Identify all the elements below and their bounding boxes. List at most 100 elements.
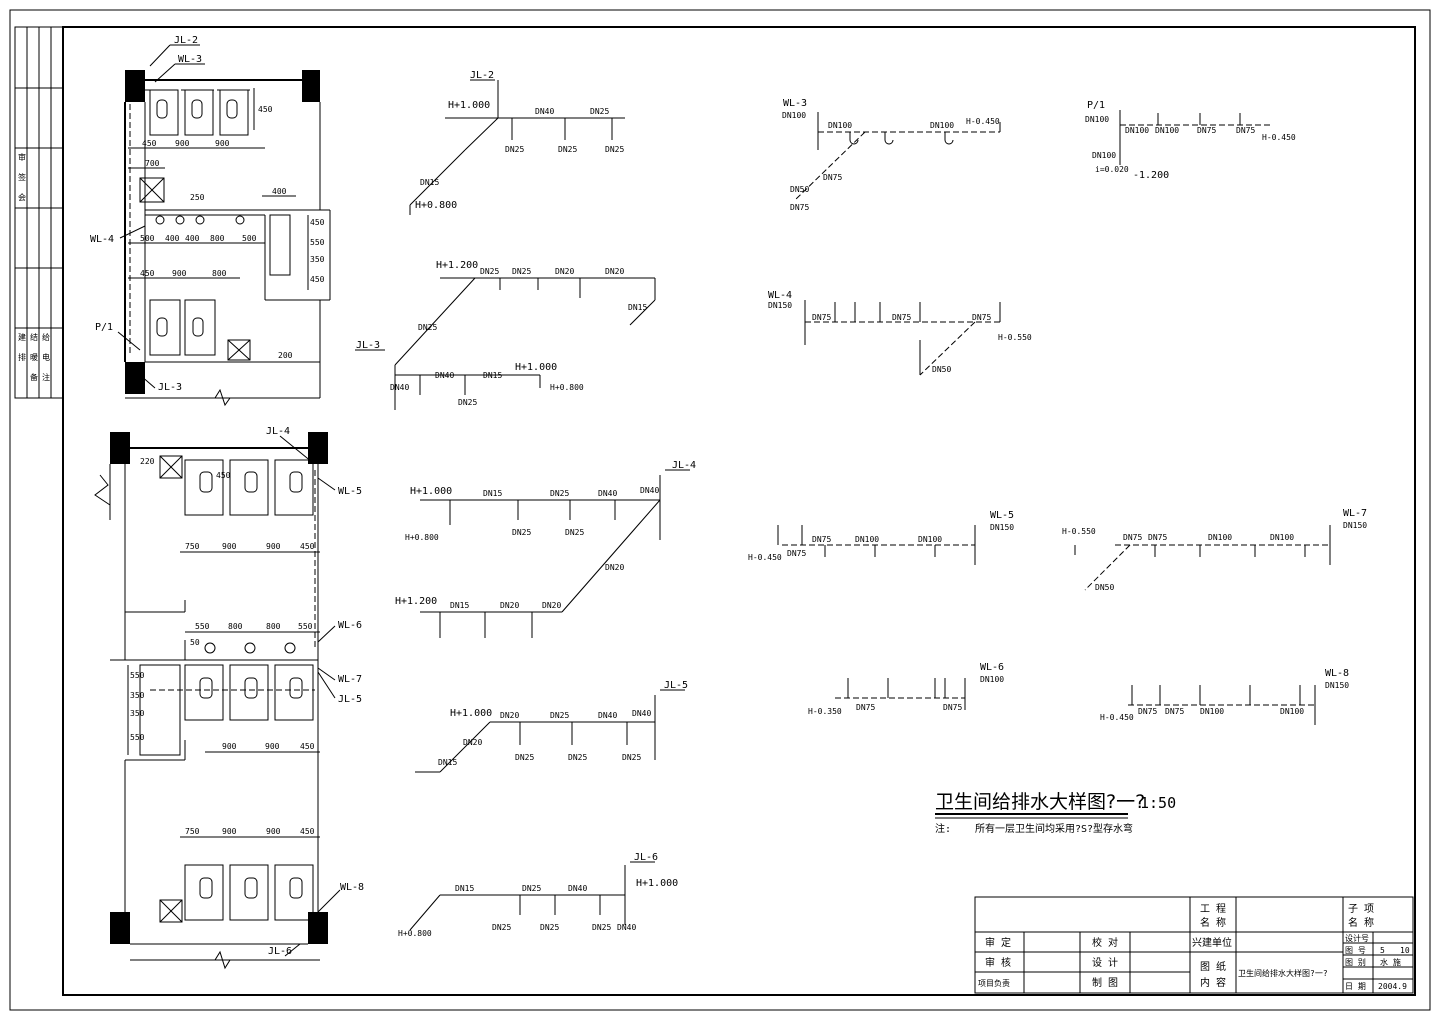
pipe-size: DN20 — [605, 267, 624, 276]
pipe-size: DN75 — [1236, 126, 1255, 135]
pipe-size: DN75 — [1165, 707, 1184, 716]
toilet-fixture — [244, 471, 258, 493]
pipe-size: DN40 — [640, 486, 659, 495]
dim-500: 500 — [242, 234, 257, 243]
tb-date: 2004.9 — [1378, 982, 1407, 991]
pipe-size: DN40 — [632, 709, 651, 718]
pipe-size: DN75 — [1197, 126, 1216, 135]
pipe-size: DN150 — [1343, 521, 1367, 530]
tb-label: 设计号 — [1345, 933, 1369, 943]
dim-550: 550 — [130, 671, 145, 680]
pipe-size: DN50 — [790, 185, 809, 194]
pipe-size: DN75 — [943, 703, 962, 712]
elevation-label: H+0.800 — [415, 200, 457, 211]
drawing-scale: 1:50 — [1140, 794, 1176, 812]
drawing-frame — [62, 26, 1416, 996]
pipe-size: DN75 — [1123, 533, 1142, 542]
riser-label-jl-3: JL-3 — [158, 382, 182, 393]
elevation-label: H+1.200 — [436, 260, 478, 271]
drain-isometric-wl-6: WL-6 H-0.350 DN100 DN75 DN75 — [808, 662, 1004, 716]
supply-isometric-jl-4: JL-4 H+1.000 H+0.800 H+1.200 DN15 DN25 D… — [395, 460, 696, 638]
riser-label-wl-7: WL-7 — [338, 674, 362, 685]
riser-label: JL-5 — [664, 680, 688, 691]
riser-label-jl-2: JL-2 — [174, 35, 198, 46]
pipe-size: DN25 — [568, 753, 587, 762]
dim-350: 350 — [130, 709, 145, 718]
drain-isometric-wl-3: WL-3 H-0.450 DN100 DN100 DN100 DN75 DN50… — [782, 98, 1001, 212]
pipe-size: DN15 — [628, 303, 647, 312]
riser-label-wl-6: WL-6 — [338, 620, 362, 631]
tb-label: 图 号 — [1345, 946, 1366, 955]
dim-450: 450 — [258, 105, 273, 114]
supply-isometric-jl-3: JL-3 H+1.200 H+1.000 H+0.800 DN25 DN25 D… — [355, 260, 656, 410]
dim-450: 450 — [300, 542, 315, 551]
riser-label: JL-6 — [634, 852, 658, 863]
elevation-label: H+1.000 — [636, 878, 678, 889]
tb-label: 项目负责 — [978, 978, 1010, 988]
elevation-label: H+1.000 — [450, 708, 492, 719]
dim-900: 900 — [222, 542, 237, 551]
floor-drain — [159, 455, 183, 479]
toilet-fixture — [199, 677, 213, 699]
riser-label-wl-4: WL-4 — [90, 234, 114, 245]
pipe-size: DN100 — [1125, 126, 1149, 135]
toilet-fixture — [199, 471, 213, 493]
pipe-size: DN100 — [980, 675, 1004, 684]
pipe-size: DN25 — [590, 107, 609, 116]
pipe-size: DN100 — [1270, 533, 1294, 542]
dim-450: 450 — [310, 218, 325, 227]
riser-label-wl-8: WL-8 — [340, 882, 364, 893]
pipe-size: DN25 — [458, 398, 477, 407]
pipe-size: DN100 — [1208, 533, 1232, 542]
pipe-size: DN25 — [550, 711, 569, 720]
pipe-size: DN40 — [568, 884, 587, 893]
dim-500: 500 — [140, 234, 155, 243]
dim-550: 550 — [130, 733, 145, 742]
tb-label: 内 容 — [1200, 976, 1226, 989]
pipe-size: DN75 — [1148, 533, 1167, 542]
dim-400: 400 — [185, 234, 200, 243]
tb-label: 名 称 — [1200, 916, 1226, 929]
pipe-size: DN25 — [540, 923, 559, 932]
pipe-size: DN25 — [512, 528, 531, 537]
dim-550: 550 — [195, 622, 210, 631]
pipe-size: DN25 — [492, 923, 511, 932]
pipe-size: DN20 — [605, 563, 624, 572]
pipe-size: DN25 — [522, 884, 541, 893]
dim-700: 700 — [145, 159, 160, 168]
drain-isometric-wl-5: WL-5 H-0.450 DN150 DN75 DN100 DN100 DN75 — [748, 510, 1014, 565]
pipe-size: DN40 — [535, 107, 554, 116]
pipe-size: DN40 — [598, 489, 617, 498]
riser-label: WL-7 — [1343, 508, 1367, 519]
tb-category: 水 施 — [1380, 957, 1401, 967]
toilet-fixture — [156, 317, 168, 337]
dim-250: 250 — [190, 193, 205, 202]
dim-800: 800 — [212, 269, 227, 278]
pipe-size: DN75 — [823, 173, 842, 182]
pipe-size: DN25 — [558, 145, 577, 154]
riser-label: WL-8 — [1325, 668, 1349, 679]
riser-label: JL-2 — [470, 70, 494, 81]
pipe-size: DN25 — [565, 528, 584, 537]
dim-350: 350 — [130, 691, 145, 700]
elevation-label: H+1.000 — [448, 100, 490, 111]
pipe-size: DN20 — [500, 711, 519, 720]
pipe-size: DN40 — [617, 923, 636, 932]
riser-label: WL-6 — [980, 662, 1004, 673]
tb-label: 图 别 — [1345, 958, 1366, 967]
pipe-size: DN25 — [550, 489, 569, 498]
toilet-fixture — [226, 99, 238, 119]
elevation-label: H+0.800 — [550, 383, 584, 392]
riser-label: P/1 — [1087, 100, 1105, 111]
elevation-label: H-0.450 — [966, 117, 1000, 126]
elevation-label: H-0.450 — [748, 553, 782, 562]
dim-800: 800 — [228, 622, 243, 631]
pipe-size: DN25 — [512, 267, 531, 276]
floor-drain — [139, 177, 165, 203]
drawing-caption: 卫生间给排水大样图?一? 1:50 注: 所有一层卫生间均采用?S?型存水弯 — [935, 791, 1176, 835]
pipe-size: DN75 — [787, 549, 806, 558]
pipe-size: DN25 — [622, 753, 641, 762]
pipe-size: DN15 — [420, 178, 439, 187]
tb-label: 审 核 — [985, 956, 1011, 969]
